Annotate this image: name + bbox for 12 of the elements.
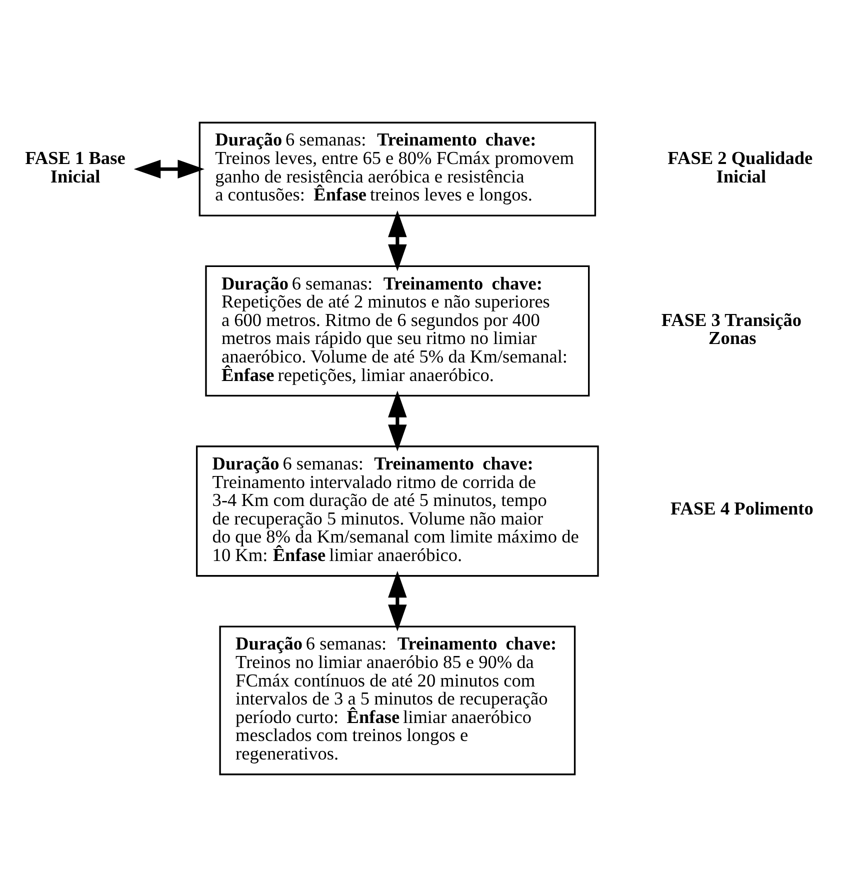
- node-box: Duração 6 semanas: Treinamento chave: Treinos leves, entre 65 e 80% FCmáx promovem ganho de resistência aeróbica e resistência a contusões: Ênfase treinos leves e longos.: [198, 121, 596, 216]
- node-text: FASE 2 Qualidade Inicial: [668, 148, 813, 186]
- node-text: FASE 4 Polimento: [670, 498, 814, 518]
- node-box: Duração 6 semanas: Treinamento chave: Repetições de até 2 minutos e não superiores a 600 metros. Ritmo de 6 segundos por 400 metros mais rápido que seu ritmo no limiar anaeróbico. Volume de até 5% da Km/semanal: Ênfase repetições, limiar anaeróbico.: [205, 264, 590, 396]
- arrow: [134, 159, 205, 178]
- arrow: [388, 390, 407, 451]
- node-box: Duração 6 semanas: Treinamento chave: Treinamento intervalado ritmo de corrida de 3-4 Km com duração de até 5 minutos, tempo de recuperação 5 minutos. Volume não maior do que 8% da Km/semanal com limite máximo de 10 Km: Ênfase limiar anaeróbico.: [196, 445, 599, 576]
- node-text: FASE 3 Transição Zonas: [661, 309, 802, 348]
- node-box: Duração 6 semanas: Treinamento chave: Treinos no limiar anaeróbio 85 e 90% da FCmáx contínuos de até 20 minutos com intervalos de 3 a 5 minutos de recuperação período curto: Ênfase limiar anaeróbico mesclados com treinos longos e regenerativos.: [219, 625, 576, 775]
- node-text: FASE 1 Base Inicial: [25, 148, 126, 186]
- arrow: [388, 210, 407, 271]
- arrow: [388, 570, 407, 631]
